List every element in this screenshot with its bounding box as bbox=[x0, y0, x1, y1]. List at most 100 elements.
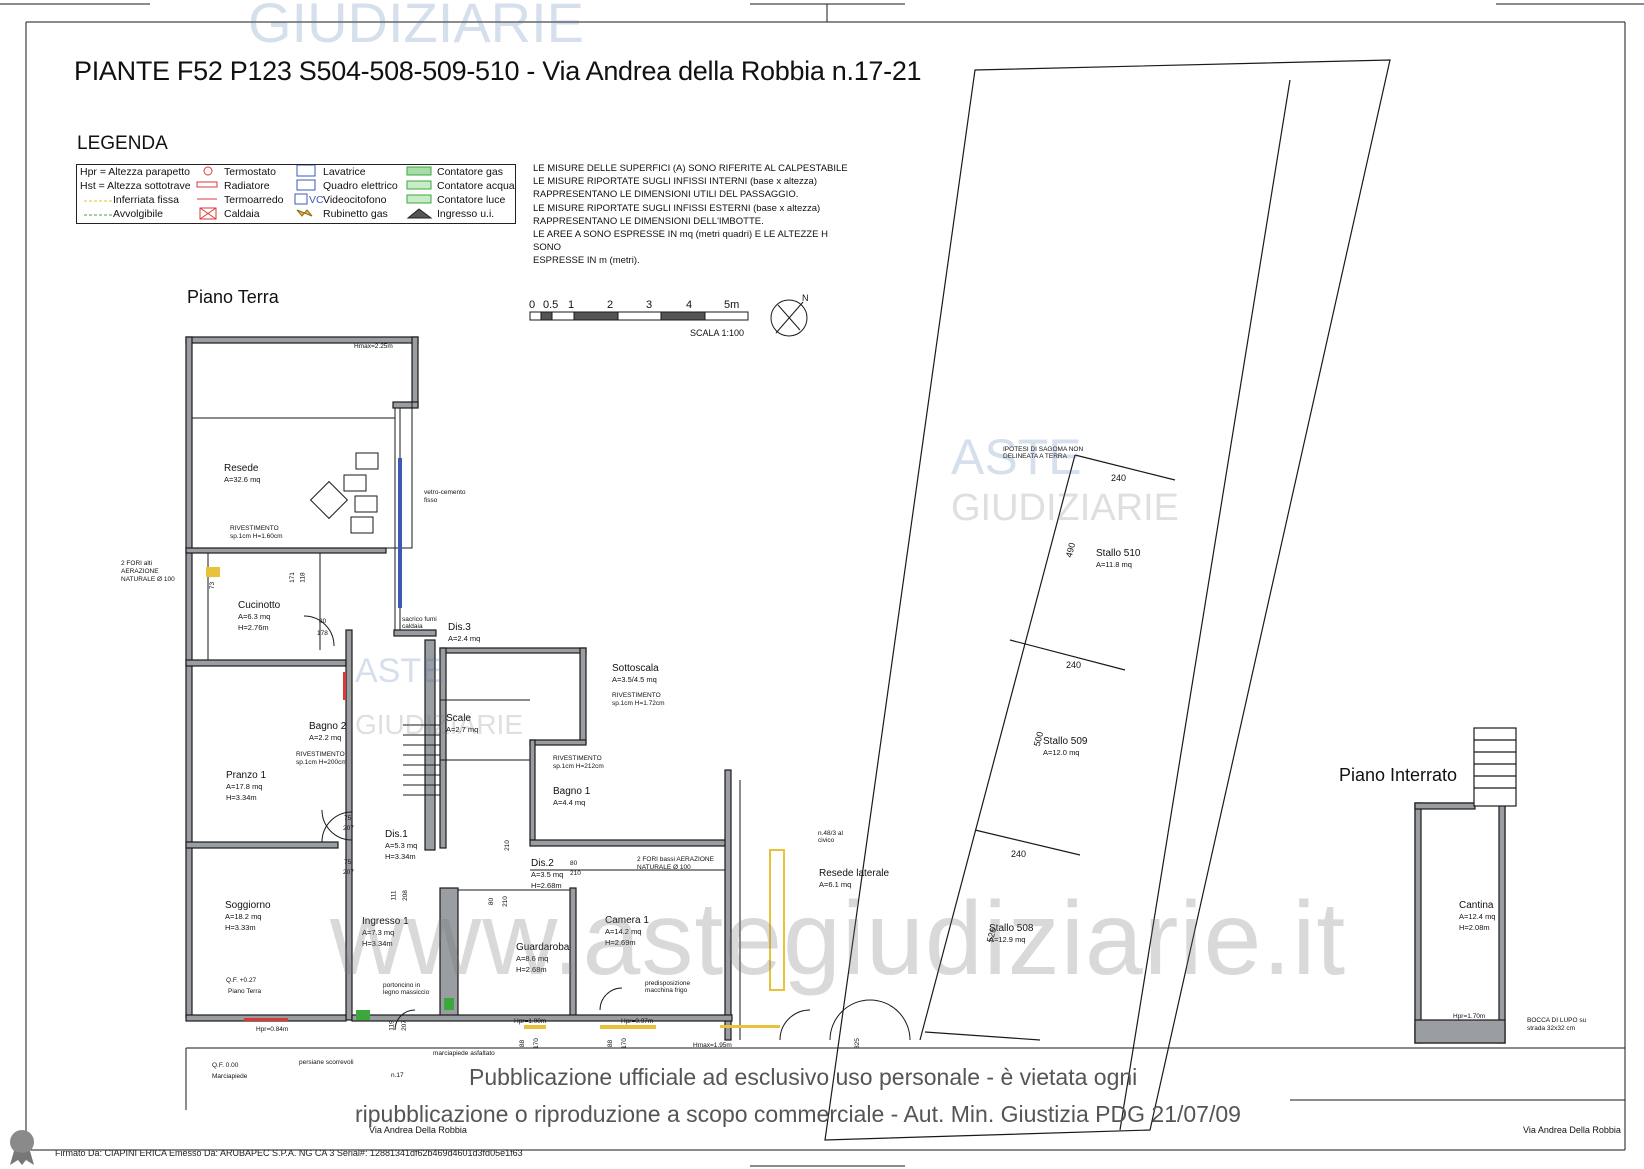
section-piano-interrato: Piano Interrato bbox=[1339, 765, 1458, 785]
dim-171: 171 bbox=[288, 572, 296, 583]
note-rivestimento-1: RIVESTIMENTO sp.1cm H=1.60cm bbox=[230, 525, 283, 540]
legend-caldaia: Caldaia bbox=[224, 208, 260, 220]
note-marciapiede: Marciapiede bbox=[212, 1073, 248, 1080]
dim-178: 178 bbox=[317, 630, 328, 637]
note-hpr-097: Hpr=0.97m bbox=[621, 1018, 654, 1025]
legend-radiatore: Radiatore bbox=[224, 180, 270, 192]
dim-80: 80 bbox=[319, 618, 327, 625]
note-hmax-225: Hmax=2.25m bbox=[354, 343, 393, 350]
section-piano-terra: Piano Terra bbox=[187, 287, 279, 307]
watermark-top: GIUDIZIARIE bbox=[248, 0, 585, 54]
note-marciapiede-asfaltato: marciapiede asfaltato bbox=[433, 1050, 495, 1057]
note-hmax-195: Hmax=1.95m bbox=[693, 1042, 732, 1049]
watermark-giudiziarie-1: GIUDIZIARIE bbox=[951, 487, 1180, 529]
dim-170a: 170 bbox=[532, 1038, 540, 1049]
north-arrow bbox=[770, 299, 808, 337]
note-sacrico: sacrico fumi caldaia bbox=[402, 616, 437, 630]
publication-line-2: ripubblicazione o riproduzione a scopo c… bbox=[355, 1101, 1241, 1127]
note-fori-bassi: 2 FORI bassi AERAZIONE NATURALE Ø 100 bbox=[637, 856, 714, 871]
seal-icon bbox=[10, 1130, 34, 1165]
scale-tick-0: 0 bbox=[529, 299, 536, 311]
fixtures bbox=[206, 458, 785, 1029]
watermark-giudiziarie-2: GIUDIZIARIE bbox=[355, 709, 524, 740]
legend-ingresso: Ingresso u.i. bbox=[437, 208, 495, 220]
legend-vc-icon: VC bbox=[309, 194, 324, 206]
dim-75b: 75 bbox=[344, 859, 352, 866]
dim-73: 73 bbox=[209, 581, 217, 590]
dim-210b: 210 bbox=[570, 870, 581, 877]
street-bottom: Via Andrea Della Robbia bbox=[369, 1125, 467, 1135]
legend-termostato: Termostato bbox=[224, 166, 276, 178]
legend-symbols bbox=[84, 164, 433, 220]
note-portoncino: portoncino in legno massiccio bbox=[383, 982, 430, 996]
digital-signature: Firmato Da: CIAPINI ERICA Emesso Da: ARU… bbox=[55, 1148, 523, 1158]
note-fori-alti: 2 FORI alti AERAZIONE NATURALE Ø 100 bbox=[121, 560, 175, 583]
dim-80b: 80 bbox=[570, 860, 578, 867]
dim-s508-w: 240 bbox=[1011, 849, 1027, 859]
note-ipotesi-sagoma: IPOTESI DI SAGOMA NON DELINEATA A TERRA bbox=[1003, 446, 1084, 460]
parking-stalls bbox=[824, 59, 1391, 1141]
legend-contatore-luce: Contatore luce bbox=[437, 194, 506, 206]
scale-tick-1: 1 bbox=[568, 299, 575, 311]
watermark-site: www.astegiudiziarie.it bbox=[330, 881, 1347, 997]
note-vetro-cemento: vetro-cemento fisso bbox=[424, 489, 466, 504]
dim-75a: 75 bbox=[344, 815, 352, 822]
dim-s509-w: 240 bbox=[1066, 660, 1082, 670]
dim-119: 119 bbox=[388, 1020, 396, 1031]
sheet-frame bbox=[0, 3, 1644, 1167]
scale-label: SCALA 1:100 bbox=[690, 328, 745, 338]
legend-termoarredo: Termoarredo bbox=[224, 194, 284, 206]
note-rivestimento-4: RIVESTIMENTO sp.1cm H=212cm bbox=[553, 755, 604, 770]
dim-207a: 207 bbox=[343, 825, 354, 832]
dim-325: 325 bbox=[853, 1038, 861, 1049]
note-predisposizione: predisposizione macchina frigo bbox=[645, 980, 691, 994]
scale-tick-3: 3 bbox=[646, 299, 653, 311]
ground-floor-lines bbox=[185, 342, 1625, 1110]
street-right: Via Andrea Della Robbia bbox=[1523, 1125, 1621, 1135]
note-rivestimento-3: RIVESTIMENTO sp.1cm H=1.72cm bbox=[612, 692, 665, 707]
publication-line-1: Pubblicazione ufficiale ad esclusivo uso… bbox=[469, 1064, 1138, 1090]
note-civico-17: n.17 bbox=[391, 1072, 404, 1079]
dim-207c: 207 bbox=[400, 1020, 408, 1031]
dim-88b: 88 bbox=[607, 1039, 615, 1048]
page-title: PIANTE F52 P123 S504-508-509-510 - Via A… bbox=[74, 56, 922, 86]
scale-tick-05: 0.5 bbox=[543, 299, 559, 311]
scale-bar bbox=[529, 311, 749, 321]
legend-contatore-gas: Contatore gas bbox=[437, 166, 503, 178]
legend-heading: LEGENDA bbox=[77, 133, 168, 154]
legend-contatore-acqua: Contatore acqua bbox=[437, 180, 515, 192]
watermark-aste-2: ASTE bbox=[355, 652, 444, 690]
legend-videocitofono: Videocitofono bbox=[323, 194, 387, 206]
note-hpr-170: Hpr=1.70m bbox=[1453, 1013, 1486, 1020]
legend-avvolgibile: Avvolgibile bbox=[113, 208, 164, 220]
note-qf-027: Q.F. +0.27 bbox=[226, 977, 257, 984]
dim-118: 118 bbox=[299, 572, 307, 583]
dim-170b: 170 bbox=[620, 1038, 628, 1049]
dim-210a: 210 bbox=[503, 840, 511, 851]
legend-rubinetto: Rubinetto gas bbox=[323, 208, 388, 220]
legend-box bbox=[76, 164, 516, 224]
north-label: N bbox=[802, 293, 809, 303]
note-persiane: persiane scorrevoli bbox=[299, 1059, 354, 1066]
scale-tick-2: 2 bbox=[607, 299, 614, 311]
watermark-aste-1: ASTE bbox=[951, 429, 1082, 485]
note-qf-piano: Piano Terra bbox=[228, 988, 262, 995]
legend-hpr: Hpr = Altezza parapetto bbox=[80, 166, 191, 178]
